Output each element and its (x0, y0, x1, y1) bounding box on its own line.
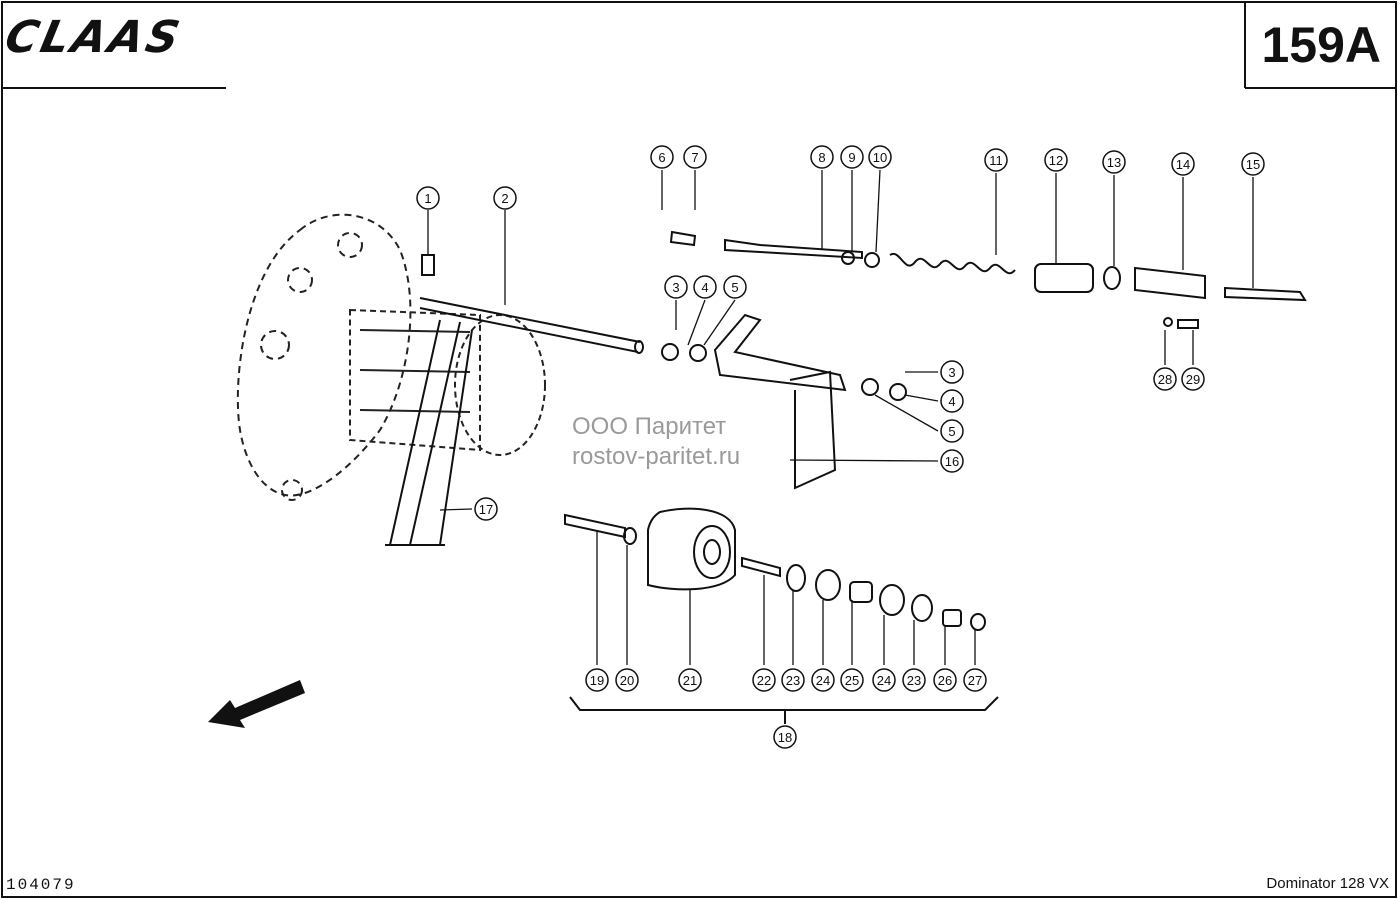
callout-29: 29 (1181, 367, 1205, 391)
svg-text:9: 9 (848, 150, 855, 165)
svg-text:28: 28 (1158, 372, 1172, 387)
svg-text:21: 21 (683, 673, 697, 688)
travel-direction-arrow (208, 680, 305, 728)
leader-lines (427, 169, 1254, 665)
callout-5: 5 (723, 275, 747, 299)
callout-13: 13 (1102, 150, 1126, 174)
callout-27: 27 (963, 668, 987, 692)
callout-5-right: 5 (940, 419, 964, 443)
callout-24: 24 (811, 668, 835, 692)
callout-2: 2 (493, 186, 517, 210)
callout-16: 16 (940, 449, 964, 473)
svg-text:24: 24 (877, 673, 891, 688)
callout-17: 17 (474, 497, 498, 521)
page-number: 159A (1261, 17, 1381, 73)
callout-6: 6 (650, 145, 674, 169)
watermark-url: rostov-paritet.ru (572, 443, 741, 470)
callout-11: 11 (984, 148, 1008, 172)
callout-8: 8 (810, 145, 834, 169)
callout-19: 19 (585, 668, 609, 692)
svg-text:23: 23 (786, 673, 800, 688)
callout-23: 23 (781, 668, 805, 692)
svg-text:15: 15 (1246, 157, 1260, 172)
callout-20: 20 (615, 668, 639, 692)
v-belt (385, 319, 473, 546)
svg-text:18: 18 (778, 730, 792, 745)
gearbox-housing (236, 213, 412, 501)
svg-text:1: 1 (424, 191, 431, 206)
svg-text:20: 20 (620, 673, 634, 688)
callout-23-second: 23 (902, 668, 926, 692)
rod-assembly (669, 230, 1307, 329)
svg-text:2: 2 (501, 191, 508, 206)
callout-14: 14 (1171, 152, 1195, 176)
svg-text:5: 5 (731, 280, 738, 295)
tension-shaft (419, 254, 644, 354)
svg-text:19: 19 (590, 673, 604, 688)
brand-logo: CLAAS (0, 12, 187, 63)
callout-12: 12 (1044, 148, 1068, 172)
svg-text:24: 24 (816, 673, 830, 688)
callout-3-right: 3 (940, 360, 964, 384)
machine-model: Dominator 128 VX (1266, 875, 1389, 892)
callout-15: 15 (1241, 152, 1265, 176)
callout-25: 25 (840, 668, 864, 692)
callout-22: 22 (752, 668, 776, 692)
svg-text:22: 22 (757, 673, 771, 688)
svg-text:3: 3 (672, 280, 679, 295)
callout-1: 1 (416, 186, 440, 210)
callout-4: 4 (693, 275, 717, 299)
svg-text:4: 4 (948, 394, 955, 409)
svg-text:17: 17 (479, 502, 493, 517)
svg-text:7: 7 (691, 150, 698, 165)
callout-4-right: 4 (940, 389, 964, 413)
watermark-company: ООО Паритет (572, 413, 727, 440)
callout-3: 3 (664, 275, 688, 299)
callout-18: 18 (773, 725, 797, 749)
callout-10: 10 (868, 145, 892, 169)
svg-text:5: 5 (948, 424, 955, 439)
callout-bubbles: 1 2 3 4 5 6 7 8 9 10 11 12 13 14 15 3 4 … (416, 145, 1265, 749)
svg-text:16: 16 (945, 454, 959, 469)
callout-24-second: 24 (872, 668, 896, 692)
svg-text:4: 4 (701, 280, 708, 295)
svg-text:12: 12 (1049, 153, 1063, 168)
svg-text:11: 11 (989, 153, 1003, 168)
belt-drum (349, 308, 546, 456)
watermark: ООО Паритет rostov-paritet.ru (572, 412, 740, 472)
svg-text:27: 27 (968, 673, 982, 688)
callout-7: 7 (683, 145, 707, 169)
callout-9: 9 (840, 145, 864, 169)
callout-21: 21 (678, 668, 702, 692)
tension-pulley-assembly (564, 507, 999, 724)
svg-text:3: 3 (948, 365, 955, 380)
svg-text:13: 13 (1107, 155, 1121, 170)
svg-text:8: 8 (818, 150, 825, 165)
tension-arm (661, 313, 907, 490)
callout-28: 28 (1153, 367, 1177, 391)
svg-text:6: 6 (658, 150, 665, 165)
svg-text:23: 23 (907, 673, 921, 688)
svg-text:26: 26 (938, 673, 952, 688)
callout-26: 26 (933, 668, 957, 692)
document-number: 104079 (6, 876, 76, 894)
svg-text:14: 14 (1176, 157, 1190, 172)
svg-text:25: 25 (845, 673, 859, 688)
svg-text:10: 10 (873, 150, 887, 165)
svg-text:29: 29 (1186, 372, 1200, 387)
